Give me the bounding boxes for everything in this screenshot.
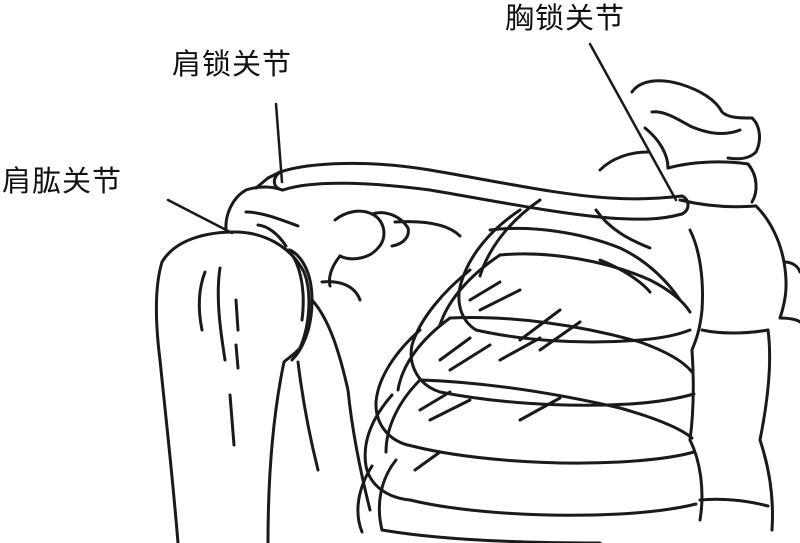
humerus (156, 232, 308, 543)
clavicle (256, 163, 688, 219)
scapula (226, 187, 460, 510)
label-sternoclavicular-joint: 胸锁关节 (505, 1, 626, 35)
leader-acromioclavicular (276, 104, 282, 182)
label-acromioclavicular-joint: 肩锁关节 (172, 47, 293, 81)
label-glenohumeral-joint: 肩肱关节 (2, 164, 123, 198)
leader-glenohumeral (168, 200, 232, 233)
leader-sternoclavicular (590, 44, 676, 200)
ribs (358, 200, 696, 543)
sternum-and-spine (596, 81, 800, 530)
